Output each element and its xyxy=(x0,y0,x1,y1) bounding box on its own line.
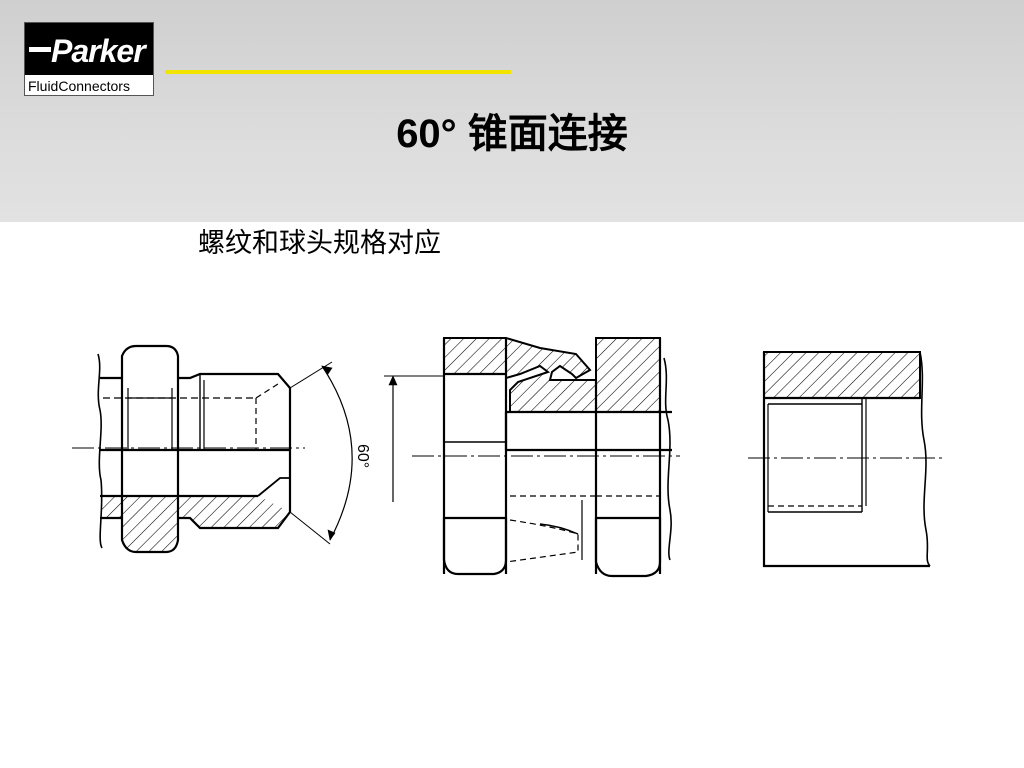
angle-label: 60° xyxy=(354,444,371,468)
page-title: 60° 锥面连接 xyxy=(396,112,628,156)
header-band xyxy=(0,0,1024,222)
page-subtitle: 螺纹和球头规格对应 xyxy=(198,228,441,259)
logo-dash-mark xyxy=(29,47,51,52)
logo-subtitle: FluidConnectors xyxy=(28,78,130,94)
parker-logo: Parker FluidConnectors xyxy=(24,22,154,96)
yellow-accent-line xyxy=(165,70,511,74)
union-nut-assembly-drawing xyxy=(384,337,680,578)
logo-brand-text: Parker xyxy=(51,33,146,69)
logo-black-panel: Parker xyxy=(25,23,153,75)
plug-fitting-drawing xyxy=(72,344,353,554)
threaded-socket-drawing xyxy=(748,351,946,568)
